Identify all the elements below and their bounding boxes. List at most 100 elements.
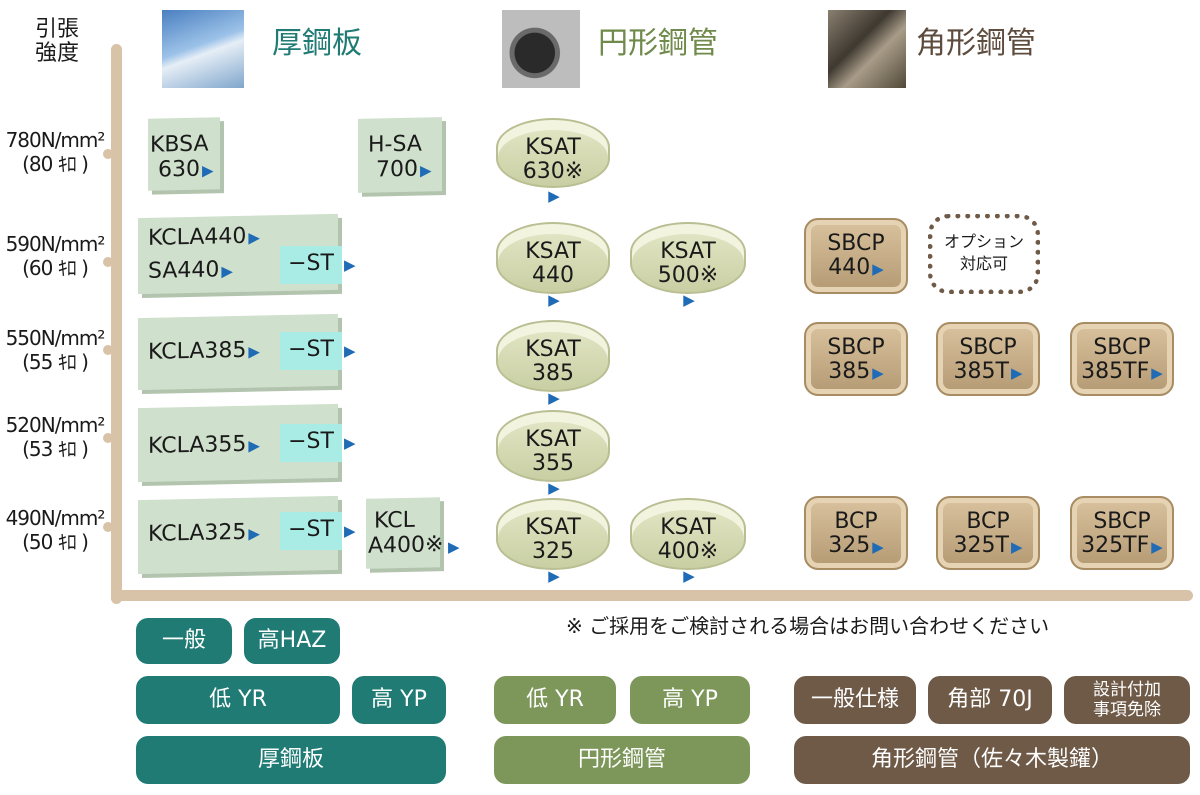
arrow-icon: ▶ bbox=[548, 567, 560, 585]
round-tube-photo bbox=[502, 10, 580, 88]
square-heading: 角形鋼管 bbox=[916, 26, 1036, 61]
arrow-icon: ▶ bbox=[548, 187, 560, 205]
axis-tick bbox=[103, 433, 113, 443]
box-label-2: 325T bbox=[953, 533, 1009, 558]
st-badge-385[interactable]: −ST bbox=[280, 332, 342, 370]
ring-label-2: 385 bbox=[532, 361, 574, 386]
arrow-icon: ▶ bbox=[344, 522, 356, 540]
box-sbcp385tf[interactable]: SBCP 385TF▶ bbox=[1070, 322, 1174, 396]
ring-label-2: 630※ bbox=[522, 159, 584, 184]
ring-ksat325[interactable]: KSAT 325▶ bbox=[496, 498, 610, 585]
st-badge-440[interactable]: −ST bbox=[280, 246, 342, 284]
box-label-1: SBCP bbox=[1093, 509, 1151, 534]
box-label-1: SBCP bbox=[827, 231, 885, 256]
axis-tick bbox=[103, 149, 113, 159]
ring-label-1: KSAT bbox=[525, 239, 581, 264]
legend-design-note: 設計付加 事項免除 bbox=[1064, 676, 1190, 724]
plate-label-1: KCLA325 bbox=[148, 519, 247, 547]
box-sbcp325tf[interactable]: SBCP 325TF▶ bbox=[1070, 496, 1174, 570]
strength-label: 520N/mm² bbox=[5, 413, 106, 437]
ring-label-1: KSAT bbox=[525, 427, 581, 452]
ring-ksat355[interactable]: KSAT 355 ▶ bbox=[496, 410, 610, 497]
plate-label-1: KCLA440 bbox=[148, 223, 247, 251]
legend-low-yr: 低 YR bbox=[136, 676, 340, 724]
y-level-780: 780N/mm² (80 ｷﾛ ) bbox=[0, 128, 110, 176]
arrow-icon: ▶ bbox=[548, 389, 560, 407]
option-label-1: オプション bbox=[943, 232, 1024, 251]
plate-label-1: KCLA385 bbox=[148, 337, 247, 365]
y-level-490: 490N/mm² (50 ｷﾛ ) bbox=[0, 506, 110, 554]
ring-label-2: 355 bbox=[532, 451, 574, 476]
box-label-1: BCP bbox=[966, 509, 1010, 534]
box-label-2: 385T bbox=[953, 359, 1009, 384]
legend-corner-70j: 角部 70J bbox=[928, 676, 1052, 724]
ring-ksat440[interactable]: KSAT 440▶ bbox=[496, 222, 610, 309]
ring-ksat500[interactable]: KSAT 500※▶ bbox=[630, 222, 746, 309]
plate-label-1: KCLA355 bbox=[148, 431, 247, 459]
square-tube-photo bbox=[828, 10, 906, 88]
axis-title: 引張 強度 bbox=[34, 17, 79, 66]
strength-label: 780N/mm² bbox=[5, 128, 106, 152]
arrow-icon: ▶ bbox=[344, 256, 356, 274]
plate-kcla400[interactable]: KCL A400※ bbox=[366, 497, 443, 569]
kg-label: (53 ｷﾛ ) bbox=[22, 437, 89, 461]
box-label-2: 325TF bbox=[1081, 533, 1150, 558]
box-label-2: 385TF bbox=[1081, 359, 1150, 384]
legend-general-spec: 一般仕様 bbox=[794, 676, 916, 724]
box-sbcp385t[interactable]: SBCP 385T▶ bbox=[936, 322, 1040, 396]
arrow-icon: ▶ bbox=[448, 538, 460, 556]
arrow-icon: ▶ bbox=[872, 364, 884, 382]
plate-label-1: KCL bbox=[374, 507, 415, 534]
strength-label: 590N/mm² bbox=[5, 232, 106, 256]
box-label-1: BCP bbox=[834, 509, 878, 534]
legend-general: 一般 bbox=[136, 618, 232, 664]
arrow-icon: ▶ bbox=[344, 342, 356, 360]
option-available: オプション 対応可 bbox=[928, 214, 1040, 294]
plate-heading: 厚鋼板 bbox=[272, 26, 362, 61]
legend-high-yp: 高 YP bbox=[352, 676, 446, 724]
legend-high-haz: 高HAZ bbox=[244, 618, 340, 664]
arrow-icon: ▶ bbox=[1010, 538, 1023, 556]
box-sbcp440[interactable]: SBCP 440▶ bbox=[804, 218, 908, 294]
box-sbcp385[interactable]: SBCP 385▶ bbox=[804, 322, 908, 396]
arrow-icon: ▶ bbox=[548, 479, 560, 497]
ring-label-2: 440 bbox=[532, 263, 574, 288]
arrow-icon: ▶ bbox=[683, 291, 695, 309]
arrow-icon: ▶ bbox=[1151, 538, 1163, 556]
st-badge-325[interactable]: −ST bbox=[280, 512, 342, 550]
arrow-icon: ▶ bbox=[221, 262, 233, 281]
y-level-550: 550N/mm² (55 ｷﾛ ) bbox=[0, 326, 110, 374]
plate-hsa700[interactable]: H-SA 700▶ bbox=[358, 117, 442, 193]
arrow-icon: ▶ bbox=[1010, 364, 1023, 382]
plate-label-1: KBSA bbox=[150, 131, 209, 158]
legend-square: 角形鋼管（佐々木製鑵） bbox=[794, 736, 1190, 784]
kg-label: (80 ｷﾛ ) bbox=[22, 152, 89, 176]
plate-kbsa630[interactable]: KBSA 630▶ bbox=[148, 117, 220, 191]
strength-label: 490N/mm² bbox=[5, 506, 106, 530]
box-bcp325t[interactable]: BCP 325T▶ bbox=[936, 496, 1040, 570]
plate-label-1: H-SA bbox=[368, 131, 422, 158]
arrow-icon: ▶ bbox=[202, 161, 214, 180]
axis-tick bbox=[103, 257, 113, 267]
box-bcp325[interactable]: BCP 325▶ bbox=[804, 496, 908, 570]
ring-label-1: KSAT bbox=[525, 515, 581, 540]
ring-ksat385[interactable]: KSAT 385 ▶ bbox=[496, 320, 610, 407]
legend-round-high-yp: 高 YP bbox=[630, 676, 750, 724]
ring-label-2: 500※ bbox=[657, 263, 719, 288]
y-level-520: 520N/mm² (53 ｷﾛ ) bbox=[0, 413, 110, 461]
box-label-2: 385 bbox=[828, 359, 871, 384]
building-photo bbox=[162, 10, 244, 88]
box-label-1: SBCP bbox=[827, 335, 885, 360]
st-badge-355[interactable]: −ST bbox=[280, 424, 342, 462]
option-label-2: 対応可 bbox=[959, 254, 1008, 273]
box-label-2: 325 bbox=[828, 533, 871, 558]
arrow-icon: ▶ bbox=[248, 524, 260, 543]
plate-label-2: SA440 bbox=[148, 257, 220, 284]
arrow-icon: ▶ bbox=[872, 538, 884, 556]
kg-label: (60 ｷﾛ ) bbox=[22, 256, 89, 280]
ring-ksat630[interactable]: KSAT 630※▶ bbox=[496, 118, 610, 205]
ring-label-1: KSAT bbox=[525, 337, 581, 362]
box-label-1: SBCP bbox=[959, 335, 1017, 360]
ring-ksat400[interactable]: KSAT 400※▶ bbox=[630, 498, 746, 585]
x-axis bbox=[111, 590, 1193, 601]
